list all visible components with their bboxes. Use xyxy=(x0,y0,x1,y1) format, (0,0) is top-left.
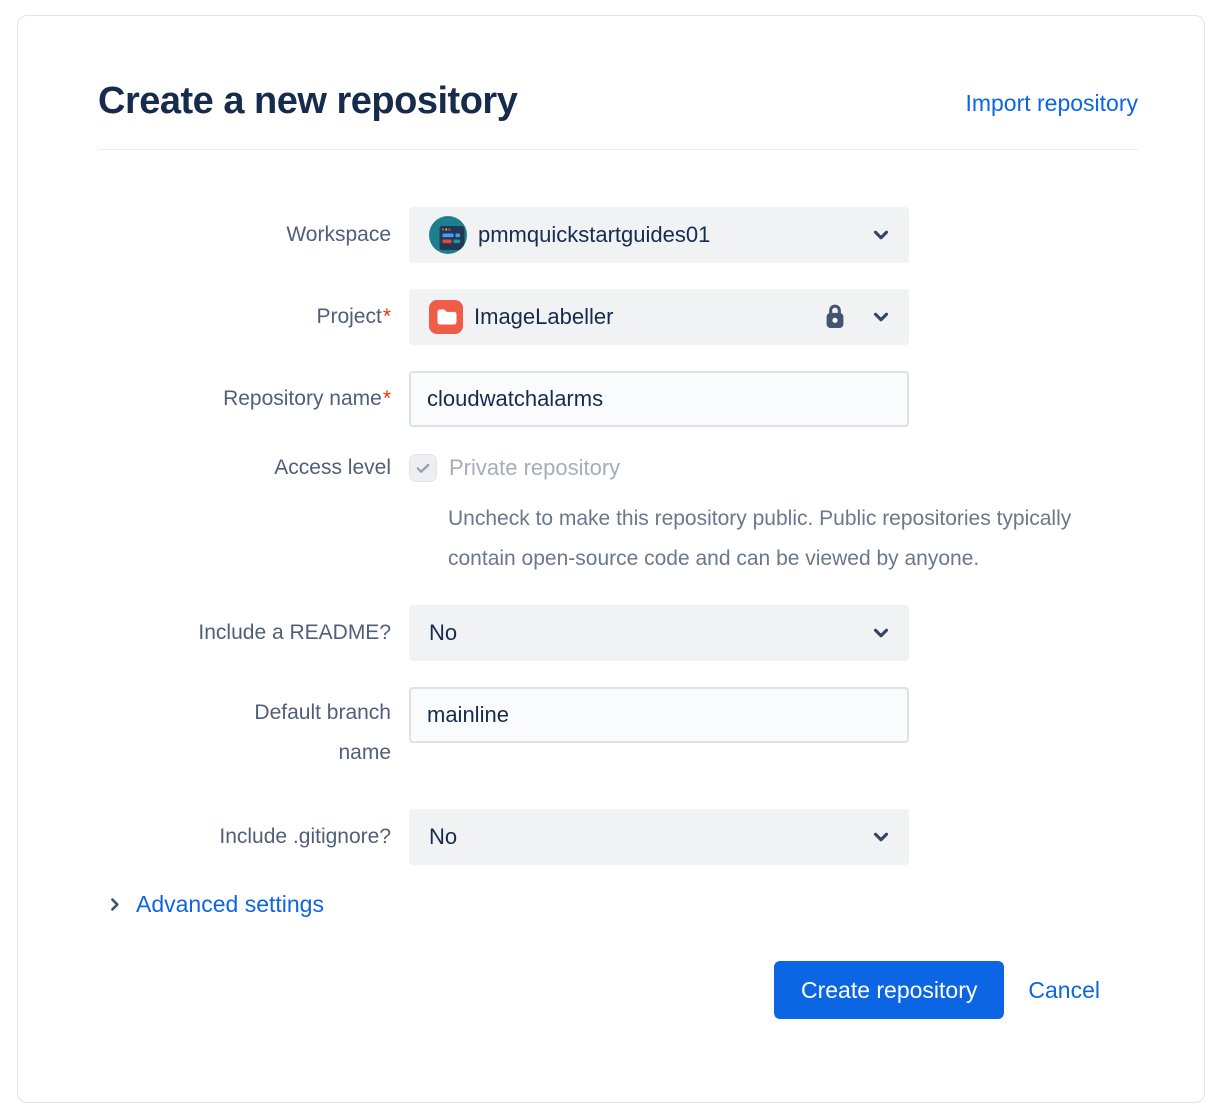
access-level-label: Access level xyxy=(274,456,391,479)
import-repository-link[interactable]: Import repository xyxy=(965,89,1138,116)
access-level-row: Access level Private repository Uncheck … xyxy=(98,453,1138,579)
chevron-down-icon xyxy=(870,826,892,853)
create-repository-button[interactable]: Create repository xyxy=(773,961,1005,1019)
lock-icon xyxy=(821,302,849,339)
default-branch-row: Default branch name xyxy=(98,687,1138,773)
dialog-header: Create a new repository Import repositor… xyxy=(98,78,1138,124)
project-value: ImageLabeller xyxy=(474,304,614,329)
access-level-help-text: Uncheck to make this repository public. … xyxy=(448,507,1072,570)
project-folder-icon xyxy=(429,300,463,334)
default-branch-input[interactable] xyxy=(409,687,909,743)
project-row: Project* ImageLabeller xyxy=(98,289,1138,345)
private-repository-label: Private repository xyxy=(449,455,621,480)
checkmark-icon xyxy=(414,459,432,477)
required-marker: * xyxy=(382,387,391,410)
project-label: Project* xyxy=(316,305,391,328)
create-repository-dialog: Create a new repository Import repositor… xyxy=(17,15,1205,1103)
required-marker: * xyxy=(382,305,391,328)
advanced-settings-label: Advanced settings xyxy=(136,891,324,917)
advanced-settings-toggle[interactable]: Advanced settings xyxy=(106,891,324,918)
default-branch-label: Default branch name xyxy=(254,701,391,764)
include-readme-value: No xyxy=(429,620,458,645)
create-repository-form: Workspace xyxy=(98,207,1138,865)
workspace-value: pmmquickstartguides01 xyxy=(478,222,711,247)
header-divider xyxy=(98,149,1138,150)
chevron-right-icon xyxy=(106,896,123,913)
repository-name-input[interactable] xyxy=(409,371,909,427)
chevron-down-icon xyxy=(870,306,892,333)
cancel-button[interactable]: Cancel xyxy=(1028,976,1100,1003)
page-title: Create a new repository xyxy=(98,80,518,122)
repository-name-label: Repository name* xyxy=(223,387,391,410)
include-readme-row: Include a README? No xyxy=(98,605,1138,661)
chevron-down-icon xyxy=(870,622,892,649)
workspace-select[interactable]: pmmquickstartguides01 xyxy=(409,207,909,263)
workspace-avatar-icon xyxy=(429,216,467,254)
project-select[interactable]: ImageLabeller xyxy=(409,289,909,345)
dialog-actions: Create repository Cancel xyxy=(98,961,1138,1019)
private-repository-checkbox[interactable] xyxy=(409,454,437,482)
include-gitignore-select[interactable]: No xyxy=(409,809,909,865)
include-readme-select[interactable]: No xyxy=(409,605,909,661)
include-gitignore-value: No xyxy=(429,824,458,849)
include-gitignore-label: Include .gitignore? xyxy=(219,825,391,848)
workspace-label: Workspace xyxy=(286,223,391,246)
chevron-down-icon xyxy=(870,224,892,251)
include-gitignore-row: Include .gitignore? No xyxy=(98,809,1138,865)
workspace-row: Workspace xyxy=(98,207,1138,263)
repository-name-row: Repository name* xyxy=(98,371,1138,427)
include-readme-label: Include a README? xyxy=(198,621,391,644)
